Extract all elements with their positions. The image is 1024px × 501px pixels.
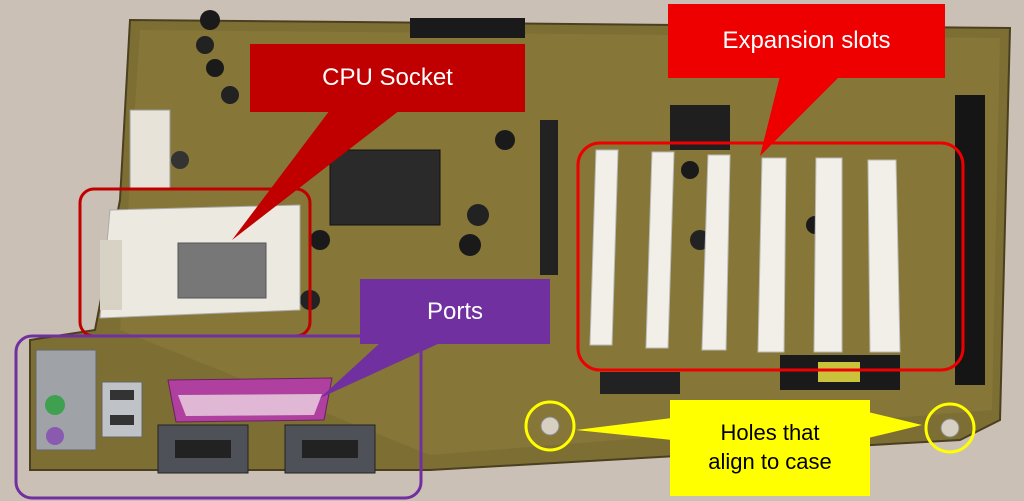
- cpu-socket: [99, 204, 301, 319]
- chipset-heatsink: [329, 149, 441, 226]
- ports-outline: [14, 334, 423, 500]
- small-chip: [600, 372, 680, 394]
- hole-circle-right: [924, 402, 976, 454]
- holes-pointer-right: [868, 412, 922, 438]
- black-slot: [540, 120, 558, 275]
- cpu-pointer: [232, 110, 400, 240]
- expansion-pointer: [760, 76, 840, 156]
- hole-circle-left: [524, 400, 576, 452]
- io-ports: [35, 349, 376, 474]
- pci-slots: [589, 149, 901, 353]
- top-header-connector: [410, 18, 525, 38]
- ports-pointer: [320, 343, 440, 398]
- expansion-slots-label: Expansion slots: [668, 4, 945, 78]
- bios-label: [818, 362, 860, 382]
- cpu-socket-label: CPU Socket: [250, 44, 525, 112]
- power-connector: [129, 109, 171, 191]
- mounting-hole-left: [540, 416, 560, 436]
- holes-label: Holes that align to case: [670, 400, 870, 496]
- ports-label: Ports: [360, 279, 550, 344]
- mounting-hole-right: [940, 418, 960, 438]
- holes-pointer-left: [576, 418, 672, 440]
- isa-slot: [955, 95, 985, 385]
